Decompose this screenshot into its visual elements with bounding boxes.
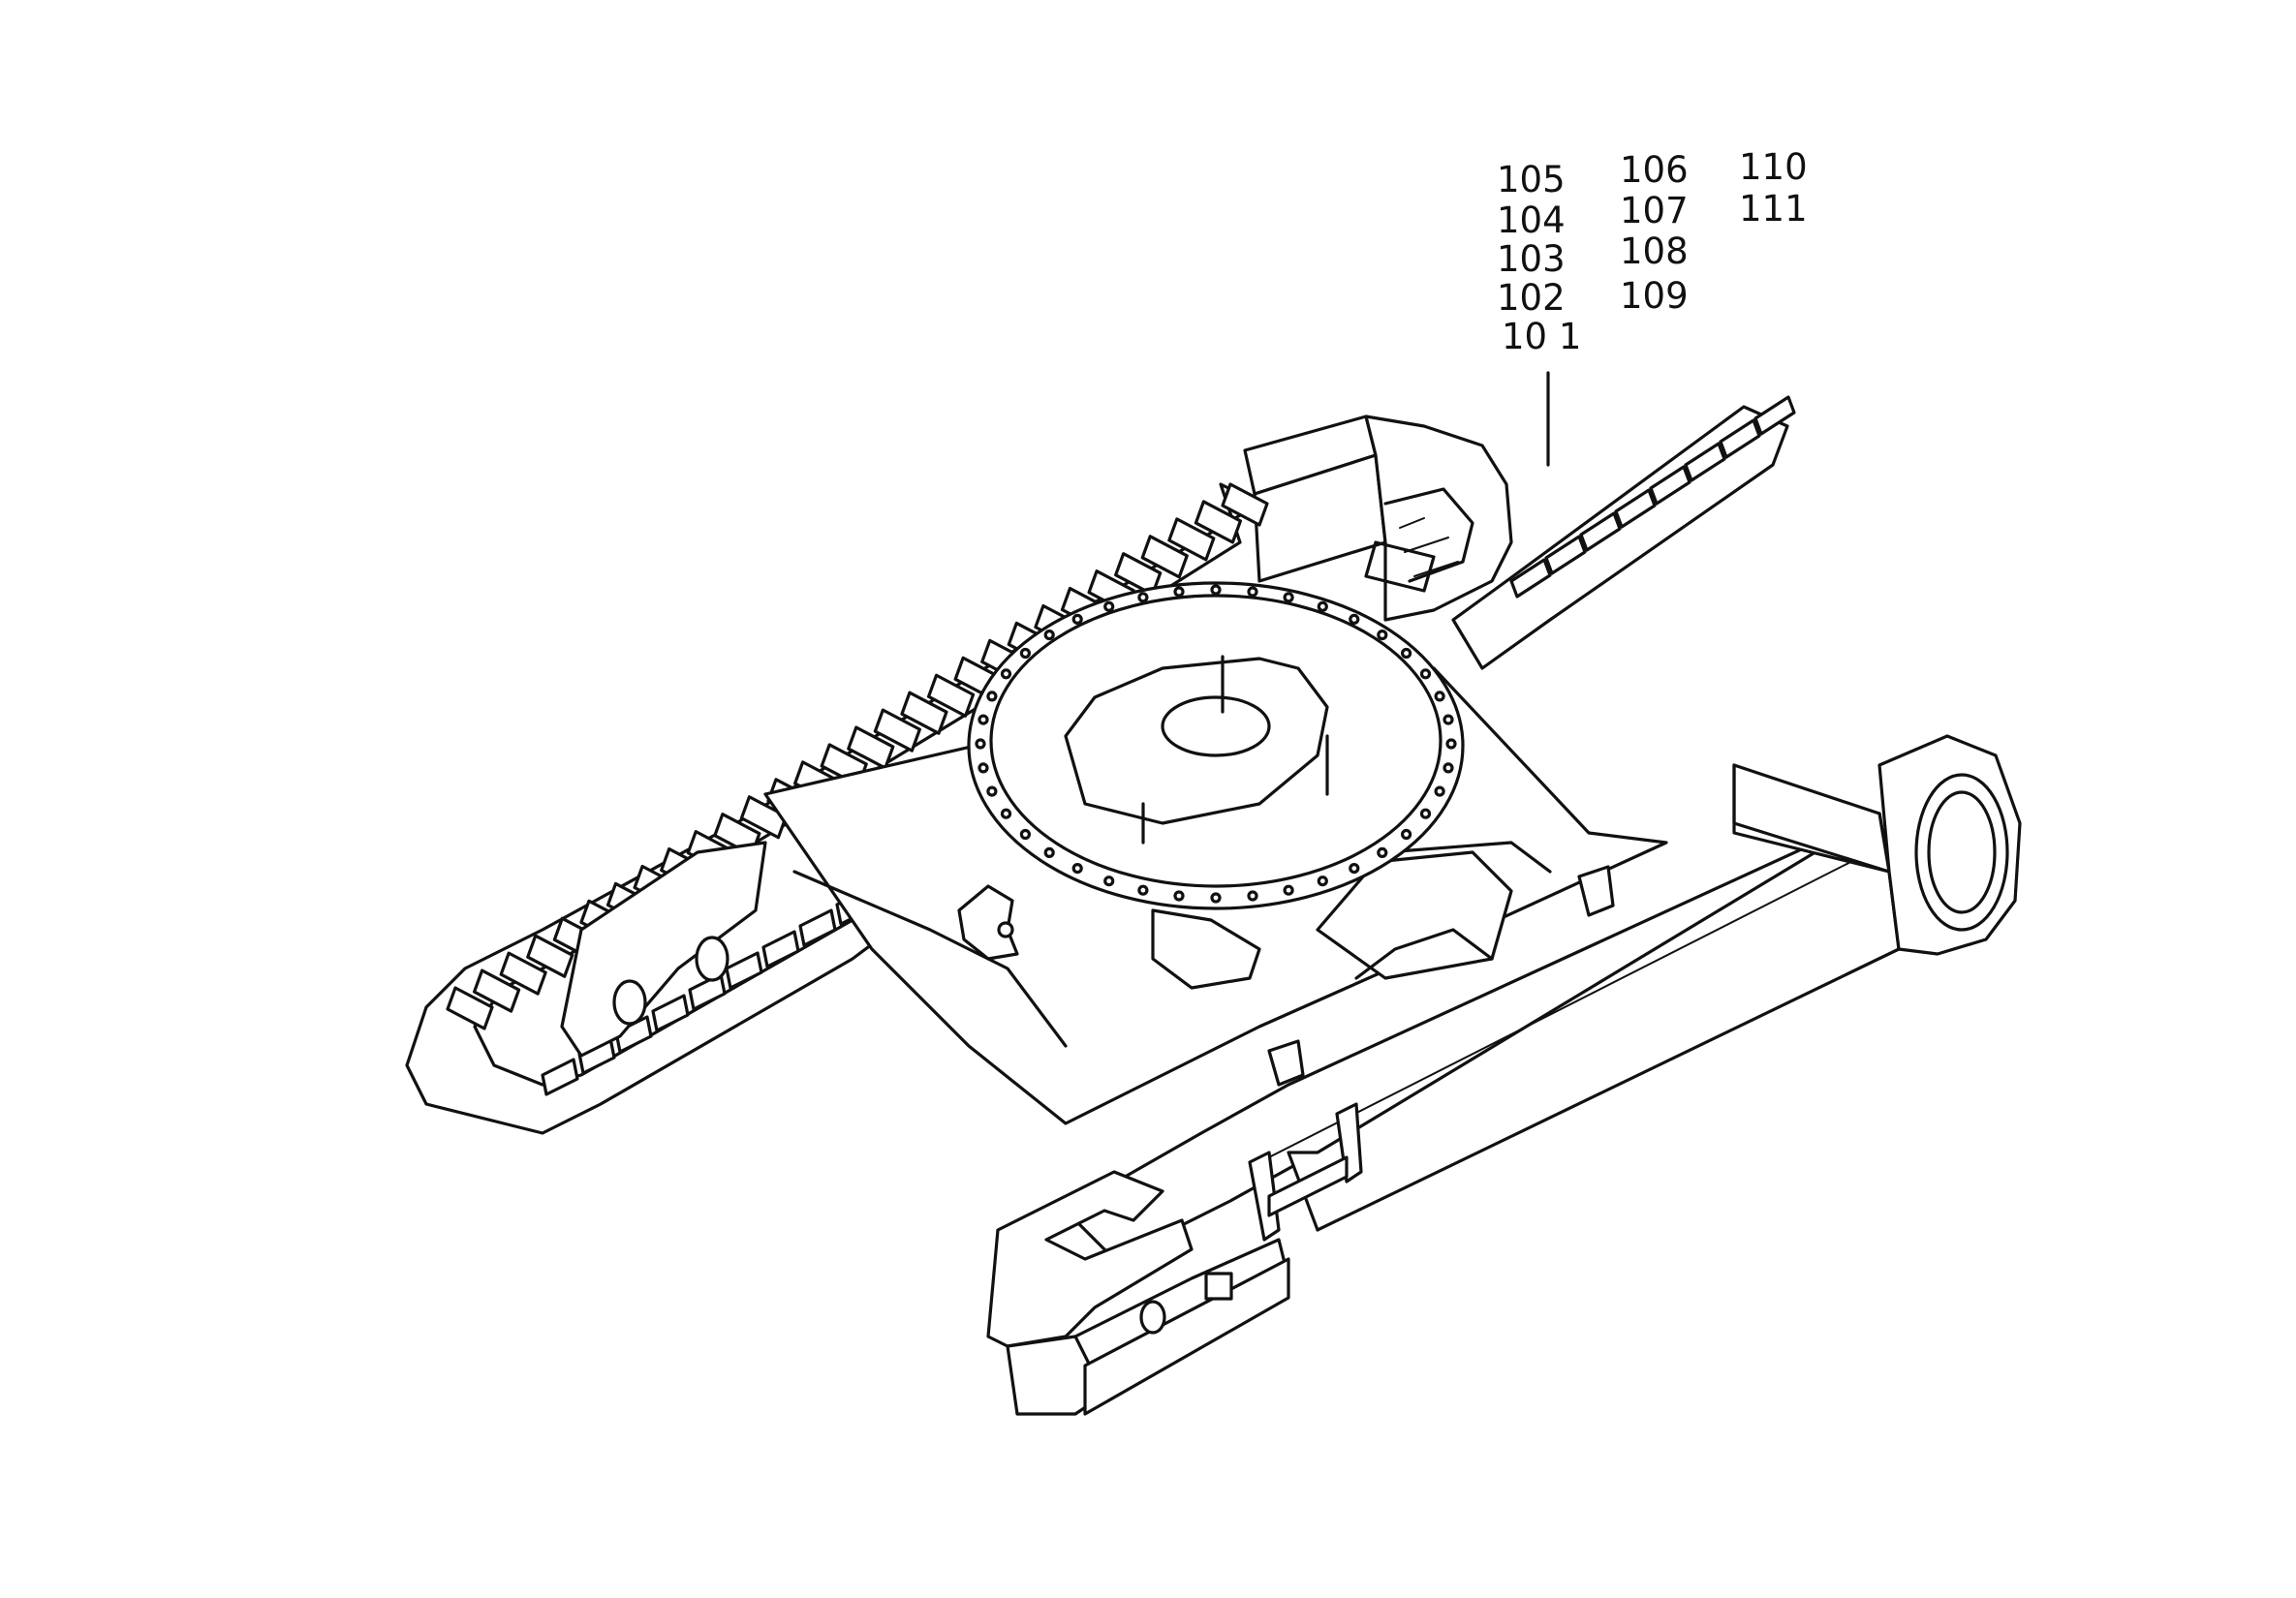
- bolt-hole: [1173, 890, 1185, 902]
- bolt-hole: [977, 714, 989, 725]
- track-pad: [1140, 535, 1189, 579]
- bolt-hole: [1434, 785, 1445, 797]
- bolt-hole: [986, 691, 998, 702]
- callout-109: 109: [1620, 275, 1689, 317]
- track-pad: [873, 708, 921, 753]
- callout-101: 10 1: [1502, 316, 1581, 357]
- callout-104: 104: [1497, 200, 1566, 241]
- chain-link: [1649, 465, 1691, 506]
- bolt-hole: [1071, 862, 1083, 875]
- bolt-hole: [1377, 846, 1388, 859]
- bolt-hole: [1434, 691, 1445, 702]
- callout-102: 102: [1497, 277, 1566, 319]
- chain-link: [1544, 535, 1587, 575]
- track-pad: [1194, 500, 1243, 544]
- far-track-chain: [1451, 395, 1796, 670]
- bolt-hole: [1043, 629, 1055, 641]
- track-pad: [541, 1058, 579, 1096]
- track-pad: [926, 673, 976, 718]
- callout-105: 105: [1497, 159, 1566, 200]
- bolt-hole: [1043, 846, 1055, 859]
- chain-link: [1614, 488, 1657, 529]
- bolt-hole: [1283, 884, 1294, 896]
- bolt-hole: [1349, 613, 1360, 626]
- bolt-hole: [1019, 828, 1032, 841]
- track-pad: [739, 795, 789, 840]
- bolt-hole: [1317, 600, 1328, 612]
- chain-link: [1684, 442, 1726, 482]
- track-pad: [900, 691, 948, 735]
- bolt-hole: [1210, 892, 1222, 904]
- track-pad: [651, 994, 690, 1032]
- track-pad: [725, 951, 763, 990]
- callout-103: 103: [1497, 238, 1566, 280]
- bolt-hole: [1377, 629, 1388, 641]
- chain-link: [1509, 558, 1552, 599]
- track-pad: [446, 986, 494, 1030]
- callout-labels: 105 104 103 102 10 1 106 107 108 109 110…: [1497, 146, 1808, 357]
- callout-107: 107: [1620, 190, 1689, 231]
- bolt-hole: [1443, 714, 1454, 725]
- bolt-hole: [1419, 808, 1432, 819]
- drive-end-bracket: [986, 1102, 1363, 1416]
- idler-bracket: [1243, 415, 1513, 622]
- bolt-hole: [1210, 584, 1222, 596]
- bolt-hole: [1443, 762, 1454, 774]
- bolt-hole: [975, 738, 986, 750]
- bolt-hole: [1349, 862, 1360, 875]
- bolt-hole: [1137, 592, 1149, 603]
- track-pad: [798, 908, 837, 947]
- bolt-hole: [1400, 647, 1412, 660]
- bolt-hole: [1317, 876, 1328, 887]
- chain-link: [1753, 395, 1796, 436]
- callout-108: 108: [1620, 230, 1689, 272]
- bolt-hole: [1103, 876, 1115, 887]
- bolt-hole: [1000, 808, 1012, 819]
- right-side-frame: [1064, 734, 2022, 1261]
- bolt-hole: [986, 785, 998, 797]
- bolt-hole: [1000, 668, 1012, 680]
- track-pad: [499, 951, 547, 996]
- bolt-hole: [1400, 828, 1412, 841]
- callout-110: 110: [1739, 146, 1808, 188]
- bolt-hole: [1445, 738, 1457, 750]
- track-pad: [472, 968, 521, 1013]
- slewing-ring: [967, 581, 1465, 910]
- bolt-hole: [1247, 890, 1258, 902]
- bolt-hole: [1137, 884, 1149, 896]
- bolt-hole: [1019, 647, 1032, 660]
- bolt-hole: [1247, 586, 1258, 598]
- clips: [1267, 865, 1615, 1087]
- bolt-hole: [977, 762, 989, 774]
- callout-106: 106: [1620, 149, 1689, 191]
- bolt-hole: [1173, 586, 1185, 598]
- callout-111: 111: [1739, 188, 1808, 230]
- bolt-hole: [1071, 613, 1083, 626]
- track-pad: [1167, 517, 1216, 562]
- bolt-hole: [1419, 668, 1432, 680]
- bolt-hole: [1103, 600, 1115, 612]
- chain-link: [1719, 418, 1761, 459]
- bolt-hole: [1283, 592, 1294, 603]
- track-pad: [526, 934, 574, 978]
- track-pad: [761, 930, 800, 968]
- chain-link: [1579, 511, 1622, 552]
- track-pad: [1221, 482, 1269, 527]
